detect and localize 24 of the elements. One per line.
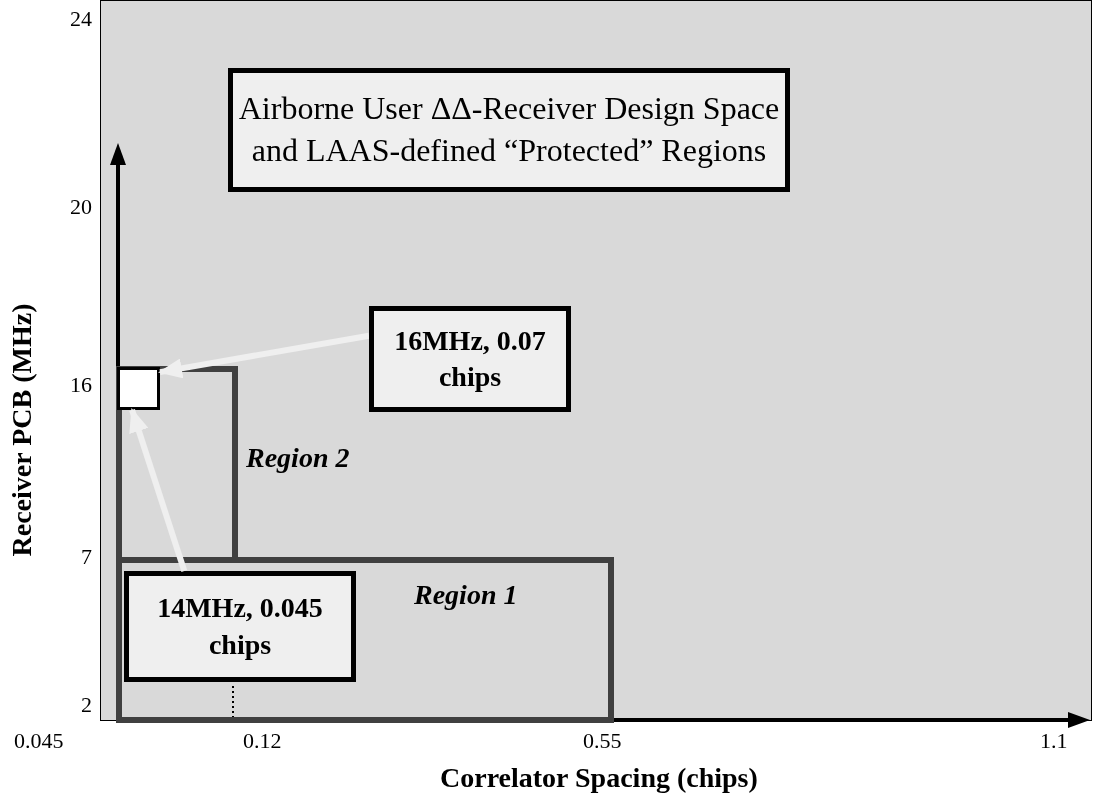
axis-title: Receiver PCB (MHz) (6, 303, 38, 557)
title-text: Airborne User ΔΔ-Receiver Design Space and LAAS-defined “Protected” Regions (237, 89, 781, 170)
region-outline (116, 557, 614, 723)
tick-label: 0.55 (583, 728, 622, 754)
region-outline (116, 366, 238, 558)
tick-label: 7 (81, 544, 92, 570)
arrow (129, 408, 188, 572)
callout-text: 14MHz, 0.045 chips (156, 591, 324, 662)
region-label: Region 2 (246, 442, 350, 474)
tick-label: 1.1 (1040, 728, 1068, 754)
axis-title: Correlator Spacing (chips) (440, 762, 758, 794)
callout-text: 16MHz, 0.07 chips (393, 323, 547, 394)
tick-label: 24 (70, 6, 92, 32)
callout-box (124, 571, 356, 682)
title-box (228, 68, 790, 192)
tick-label: 0.12 (243, 728, 282, 754)
tick-label: 0.045 (14, 728, 64, 754)
region-label: Region 1 (414, 578, 518, 612)
callout-box (369, 306, 571, 412)
arrow (158, 332, 370, 379)
tick-label: 2 (81, 692, 92, 718)
tick-label: 20 (70, 194, 92, 220)
marker-square (117, 367, 160, 410)
tick-label: 16 (70, 372, 92, 398)
